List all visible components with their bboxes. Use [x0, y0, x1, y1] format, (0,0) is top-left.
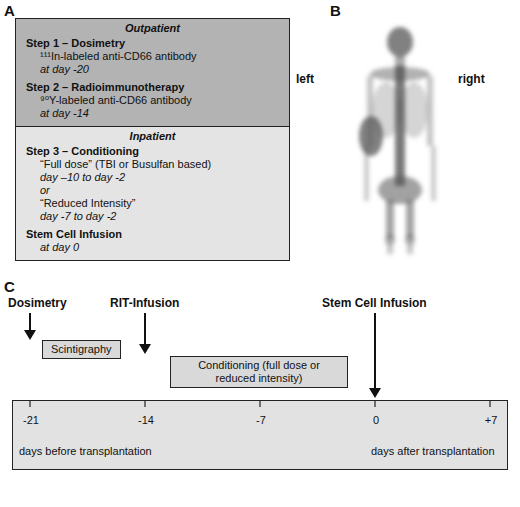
- node-text: Inpatient: [22, 130, 283, 143]
- node-text: Outpatient: [22, 22, 283, 35]
- node-text: Scintigraphy: [51, 343, 112, 356]
- node-text: Stem Cell Infusion: [22, 228, 283, 241]
- scintigraphy-image: [359, 27, 436, 254]
- node-text: days after transplantation: [371, 445, 495, 458]
- panel-letter: B: [330, 2, 341, 19]
- node-text: ⁹⁰Y-labeled anti-CD66 antibody: [22, 94, 283, 107]
- node-text: Step 2 – Radioimmunotherapy: [22, 81, 283, 94]
- outpatient-panel: OutpatientStep 1 – Dosimetry¹¹¹In-labele…: [15, 18, 290, 127]
- event-arrows: [24, 313, 381, 398]
- node-text: day –10 to day -2: [22, 171, 283, 184]
- node-text: 0: [373, 414, 379, 427]
- node-text: at day 0: [22, 241, 283, 254]
- phase-box: Scintigraphy: [42, 340, 121, 359]
- node-text: Step 3 – Conditioning: [22, 145, 283, 158]
- panel-letter: A: [4, 2, 15, 19]
- inpatient-panel: InpatientStep 3 – Conditioning“Full dose…: [15, 126, 290, 261]
- timeline-band: [12, 400, 508, 470]
- node-text: Conditioning (full dose or reduced inten…: [179, 359, 339, 385]
- node-text: -14: [138, 414, 154, 427]
- timeline-ticks: [30, 400, 490, 407]
- node-text: at day -20: [22, 63, 283, 76]
- node-text: Step 1 – Dosimetry: [22, 37, 283, 50]
- node-text: or: [22, 184, 283, 197]
- phase-box: Conditioning (full dose or reduced inten…: [170, 356, 348, 388]
- node-text: +7: [485, 414, 498, 427]
- node-text: days before transplantation: [19, 445, 152, 458]
- node-text: “Reduced Intensity”: [22, 197, 283, 210]
- node-text: -21: [23, 414, 39, 427]
- node-text: at day -14: [22, 107, 283, 120]
- event-label: Stem Cell Infusion: [322, 296, 427, 310]
- node-text: “Full dose” (TBI or Busulfan based): [22, 158, 283, 171]
- event-label: RIT-Infusion: [110, 296, 179, 310]
- side-label: left: [296, 72, 314, 86]
- event-label: Dosimetry: [8, 296, 67, 310]
- side-label: right: [458, 72, 485, 86]
- node-text: ¹¹¹In-labeled anti-CD66 antibody: [22, 50, 283, 63]
- node-text: day -7 to day -2: [22, 210, 283, 223]
- timeline-axis: -21 -14 -7 0 +7 days before transplantation da…: [12, 400, 508, 470]
- node-text: -7: [256, 414, 266, 427]
- panel-letter: C: [4, 278, 15, 295]
